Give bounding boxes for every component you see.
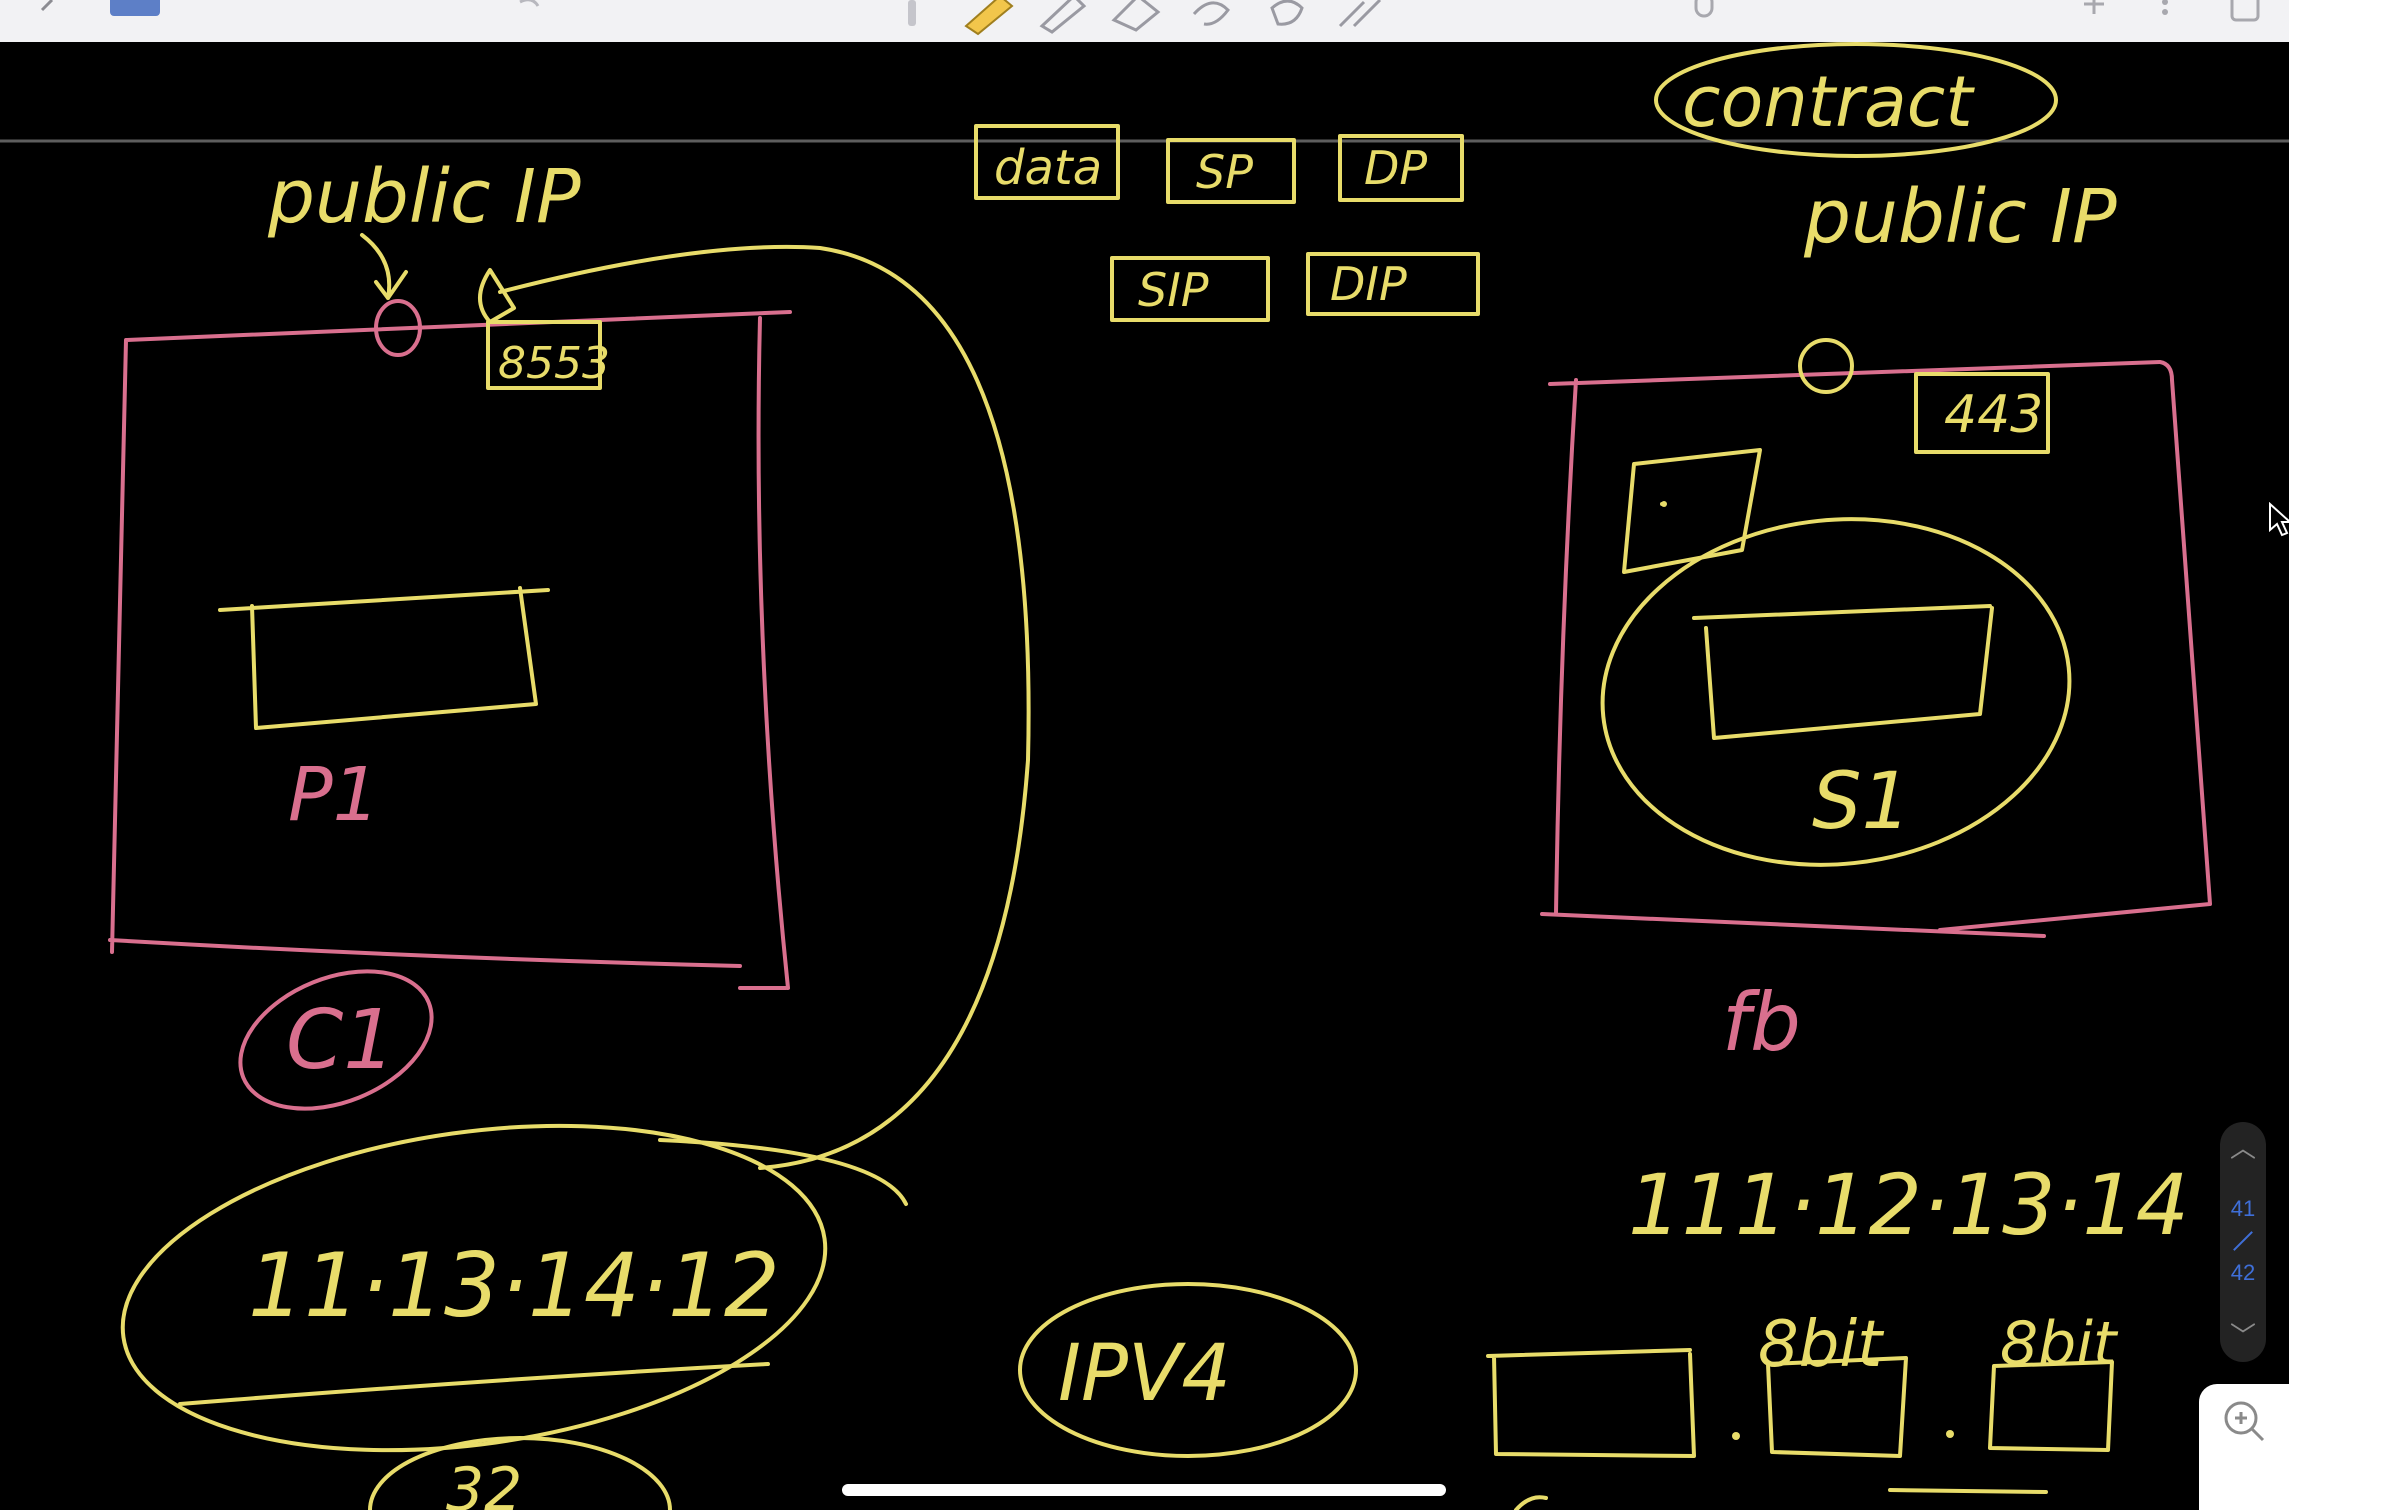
octet-boxes	[1486, 1348, 2114, 1458]
left-public-ip-label: public IP	[267, 154, 581, 240]
left-ip-ellipse	[120, 1123, 828, 1453]
connection-loop	[498, 244, 1031, 1170]
zoom-in-icon	[2224, 1401, 2265, 1442]
left-ip-strokes	[178, 1138, 908, 1406]
process-p1-box	[218, 586, 550, 730]
ink-layer: public IP 8553 P1 C1 11·13·14·12 32 data…	[0, 42, 2289, 1510]
process-p1-label: P1	[288, 752, 380, 838]
bit-label-1: 8bit	[1758, 1308, 1885, 1382]
server-small-box	[1622, 448, 1762, 574]
service-s1-box	[1692, 604, 1994, 740]
top-toolbar	[0, 0, 2289, 43]
client-box	[108, 310, 792, 990]
server-port-circle	[1798, 338, 1854, 394]
public-ip-arrow	[360, 233, 408, 300]
left-ip-address: 11·13·14·12	[248, 1234, 780, 1337]
packet-sip-box	[1110, 256, 1270, 322]
packet-header: data SP DP SIP DIP	[974, 124, 1480, 322]
pen-icon[interactable]	[960, 0, 1014, 40]
port-8553-label: 8553	[498, 338, 610, 389]
page-separator	[2233, 1231, 2253, 1251]
chevron-down-icon[interactable]: ﹀	[2229, 1321, 2256, 1351]
lasso-icon[interactable]	[1186, 0, 1236, 40]
right-public-ip-label: public IP	[1803, 174, 2117, 260]
chevron-left-icon[interactable]	[30, 0, 60, 40]
more-icon[interactable]	[2150, 0, 2180, 40]
packet-dip-box	[1306, 252, 1480, 316]
client-c1-label: C1	[286, 993, 395, 1088]
thumbnail-view-icon[interactable]	[104, 0, 166, 40]
server-small-box-dot	[1661, 501, 1667, 507]
port-8553-box	[486, 320, 602, 390]
undo-icon[interactable]	[514, 0, 544, 40]
octet-separator	[1732, 1432, 1740, 1440]
mic-icon[interactable]	[1686, 0, 1722, 40]
packet-sp-box	[1166, 138, 1296, 204]
contract-label: contract	[1682, 61, 1975, 143]
port-flag-shape	[478, 268, 516, 324]
highlighter-icon[interactable]	[1034, 0, 1088, 40]
packet-data-box	[974, 124, 1120, 200]
client-c1-circle	[238, 969, 434, 1111]
ipv4-ellipse	[1018, 1282, 1358, 1458]
packet-dp-box	[1338, 134, 1464, 202]
bit-label-2: 8bit	[2000, 1309, 2119, 1379]
right-margin	[2289, 0, 2404, 1510]
home-indicator	[842, 1484, 1446, 1496]
packet-sp-label: SP	[1196, 145, 1253, 199]
port-443-label: 443	[1944, 385, 2043, 445]
bottom-fragment-label: 32	[446, 1455, 522, 1510]
zoom-button[interactable]	[2199, 1384, 2289, 1510]
note-canvas[interactable]: public IP 8553 P1 C1 11·13·14·12 32 data…	[0, 42, 2289, 1510]
public-ip-port-circle	[374, 299, 422, 357]
mouse-cursor-icon	[2269, 502, 2292, 537]
bottom-partial-ellipse	[368, 1436, 672, 1510]
chevron-up-icon[interactable]: ︿	[2229, 1133, 2256, 1163]
service-s1-ellipse	[1600, 517, 2072, 867]
contract-ellipse	[1654, 42, 2058, 158]
packet-dip-label: DIP	[1330, 257, 1407, 311]
pages-icon[interactable]	[2224, 0, 2268, 40]
text-tool-icon[interactable]	[900, 0, 924, 40]
page-navigator[interactable]: ︿ 41 42 ﹀	[2220, 1122, 2266, 1362]
octet-separator	[1946, 1430, 1954, 1438]
packet-data-label: data	[994, 140, 1102, 196]
shape-icon[interactable]	[1262, 0, 1312, 40]
server-box	[1540, 360, 2212, 938]
eraser-icon[interactable]	[1108, 0, 1162, 40]
service-s1-label: S1	[1812, 757, 1911, 847]
packet-dp-label: DP	[1364, 141, 1427, 195]
hand-tool-icon[interactable]	[1334, 0, 1392, 40]
server-fb-label: fb	[1722, 976, 1801, 1069]
current-page-number: 41	[2230, 1196, 2256, 1221]
add-page-icon[interactable]	[2074, 0, 2114, 40]
total-page-count: 42	[2230, 1260, 2256, 1285]
ipv4-label: IPV4	[1058, 1329, 1231, 1419]
right-ip-address: 111·12·13·14	[1628, 1156, 2189, 1254]
packet-sip-label: SIP	[1138, 263, 1209, 317]
port-443-box	[1914, 372, 2050, 454]
bottom-partial-strokes	[1514, 1488, 2048, 1510]
